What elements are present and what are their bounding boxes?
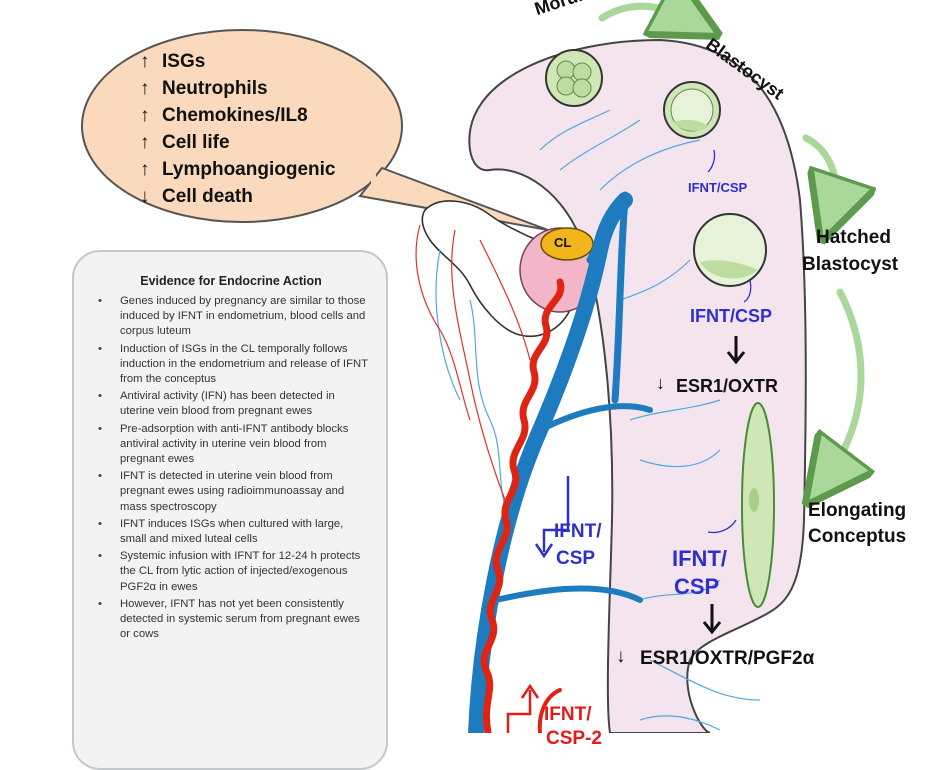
- arrow-up-icon: ↑: [140, 159, 150, 180]
- embryo-hatched-blastocyst: [693, 213, 767, 287]
- evidence-item: Pre-adsorption with anti-IFNT antibody b…: [94, 422, 368, 468]
- arrow-down-icon: ↓: [140, 186, 150, 207]
- artery-flow-arrow: [506, 683, 540, 733]
- label-csp-large: CSP: [674, 574, 720, 599]
- embryo-blastocyst: [663, 81, 721, 139]
- label-ifnt-large: IFNT/: [672, 546, 727, 571]
- bubble-item-text: ISGs: [162, 51, 206, 72]
- vein-flow-arrow: [534, 476, 570, 559]
- bubble-item: ↑ Neutrophils: [140, 75, 335, 102]
- label-esr1-oxtr-pgf: ESR1/OXTR/PGF2α: [640, 648, 815, 669]
- evidence-item: Systemic infusion with IFNT for 12-24 h …: [94, 549, 368, 595]
- evidence-item: However, IFNT has not yet been consisten…: [94, 597, 368, 643]
- speech-bubble-list: ↑ ISGs ↑ Neutrophils ↑ Chemokines/IL8 ↑ Cell li…: [140, 48, 335, 210]
- label-ifnt-csp-small: IFNT/CSP: [688, 180, 748, 195]
- label-ifnt-csp-mid: IFNT/CSP: [690, 306, 773, 326]
- diagram-canvas: [81, 0, 934, 733]
- bubble-item-text: Cell death: [162, 186, 253, 207]
- uterine-artery: [480, 278, 565, 733]
- evidence-item: Genes induced by pregnancy are similar t…: [94, 294, 368, 340]
- bubble-item-text: Lymphoangiogenic: [162, 159, 336, 180]
- speech-bubble: [81, 29, 549, 231]
- label-artery-ifnt: IFNT/: [544, 704, 592, 725]
- label-vein-csp: CSP: [556, 548, 596, 569]
- label-artery-csp: CSP-2: [546, 728, 602, 749]
- bubble-item-text: Cell life: [162, 132, 230, 153]
- label-esr1-down-arrow: ↓: [656, 373, 665, 393]
- label-pgf-down-arrow: ↓: [616, 646, 626, 667]
- evidence-item: Induction of ISGs in the CL temporally f…: [94, 342, 368, 388]
- label-elongating: Elongating: [808, 500, 907, 521]
- label-vein-ifnt: IFNT/: [554, 521, 602, 542]
- arrow-up-icon: ↑: [140, 78, 150, 99]
- evidence-box: Evidence for Endocrine Action Genes indu…: [72, 250, 388, 770]
- bubble-item: ↑ ISGs: [140, 48, 335, 75]
- bubble-item-text: Neutrophils: [162, 78, 268, 99]
- label-hatched: Hatched: [816, 227, 891, 248]
- arrow-up-icon: ↑: [140, 105, 150, 126]
- capillaries: [415, 109, 761, 731]
- bubble-item: ↓ Cell death: [140, 183, 335, 210]
- corpus-luteum: [540, 227, 594, 261]
- label-esr1-oxtr: ESR1/OXTR: [676, 376, 779, 396]
- bubble-item: ↑ Lymphoangiogenic: [140, 156, 335, 183]
- arrow-up-icon: ↑: [140, 51, 150, 72]
- embryo-morula: [545, 49, 603, 107]
- evidence-title: Evidence for Endocrine Action: [140, 274, 322, 288]
- secretion-arrows: [707, 149, 752, 534]
- bubble-item: ↑ Cell life: [140, 129, 335, 156]
- ovary-region: [421, 200, 601, 337]
- embryo-elongating-conceptus: [741, 402, 775, 608]
- evidence-item: Antiviral activity (IFN) has been detect…: [94, 389, 368, 419]
- bubble-item-text: Chemokines/IL8: [162, 105, 308, 126]
- evidence-list: Genes induced by pregnancy are similar t…: [94, 294, 368, 642]
- evidence-item: IFNT is detected in uterine vein blood f…: [94, 469, 368, 515]
- uterine-vein: [468, 191, 653, 733]
- development-arrows: [598, 6, 861, 478]
- label-conceptus: Conceptus: [808, 526, 907, 547]
- black-down-arrows: [702, 336, 746, 635]
- evidence-item: IFNT induces ISGs when cultured with lar…: [94, 517, 368, 547]
- label-cl: CL: [554, 235, 572, 250]
- arrow-up-icon: ↑: [140, 132, 150, 153]
- bubble-item: ↑ Chemokines/IL8: [140, 102, 335, 129]
- label-hatched-blastocyst: Blastocyst: [802, 254, 899, 275]
